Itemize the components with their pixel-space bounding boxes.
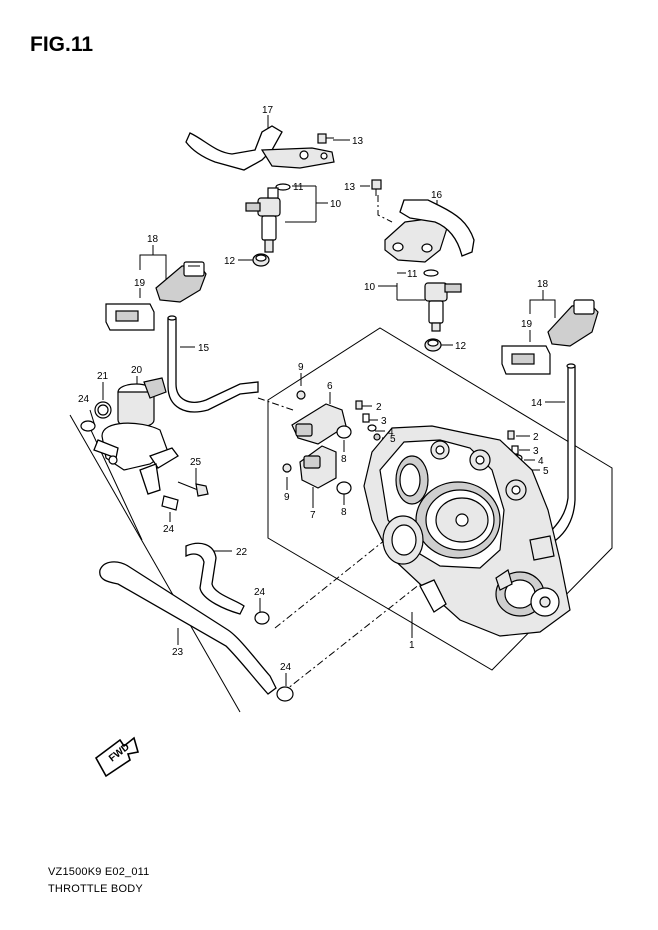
callout-11: 11 [407,269,418,280]
bolt-25 [177,481,209,497]
fuel-injector-10-top [245,183,291,253]
callout-6: 6 [327,381,333,392]
callout-18: 18 [537,279,549,290]
callout-24: 24 [78,394,90,405]
figure-title: FIG.11 [30,33,94,56]
fuel-injector-10-right [423,269,462,332]
connector-18-left [155,261,207,303]
vacuum-hose-15 [167,315,259,413]
callout-22: 22 [236,547,248,558]
clamp-24-a [80,420,96,432]
callout-13: 13 [344,182,356,193]
pair-valve-20 [93,377,179,495]
o-ring-12-right [424,338,442,352]
callout-4: 4 [388,427,394,438]
callout-5: 5 [543,466,549,477]
callout-12: 12 [224,256,236,267]
forward-arrow-icon: FWD [94,736,140,778]
callout-14: 14 [531,398,543,409]
sensor-7 [282,445,337,489]
boot-19-right [501,345,551,375]
bolt-13-right [371,179,382,196]
callout-10: 10 [330,199,342,210]
figure-name: THROTTLE BODY [48,883,143,895]
fuel-rail-17 [185,125,335,171]
throttle-body-frame [257,327,613,694]
callout-11: 11 [293,182,304,193]
vacuum-hose-14 [547,363,576,541]
boot-19-left [105,303,155,331]
screw-set-left [355,400,381,441]
o-ring-12-top [252,253,270,267]
figure-code: VZ1500K9 E02_011 [48,866,150,878]
throttle-body-1 [363,425,571,637]
callout-9: 9 [284,492,290,503]
clamp-24-d [276,686,294,702]
callout-13: 13 [352,136,364,147]
callout-8: 8 [341,507,347,518]
o-ring-8-a [336,425,352,439]
callout-2: 2 [376,402,382,413]
callout-15: 15 [198,343,210,354]
callout-17: 17 [262,105,274,116]
callout-3: 3 [533,446,539,457]
fuel-rail-16 [384,199,475,263]
bolt-13-top [317,133,334,144]
callout-4: 4 [538,456,544,467]
callout-21: 21 [97,371,109,382]
callout-3: 3 [381,416,387,427]
callout-5: 5 [390,434,396,445]
callout-10: 10 [364,282,376,293]
callout-2: 2 [533,432,539,443]
callout-7: 7 [310,510,316,521]
sensor-6 [291,390,347,445]
callout-9: 9 [298,362,304,373]
callout-1: 1 [409,640,415,651]
callout-23: 23 [172,647,184,658]
callout-12: 12 [455,341,467,352]
callout-24: 24 [254,587,266,598]
callout-25: 25 [190,457,202,468]
hose-23 [99,561,277,695]
clamp-24-b [161,495,179,511]
callout-18: 18 [147,234,159,245]
callout-24: 24 [163,524,175,535]
callout-24: 24 [280,662,292,673]
callout-19: 19 [521,319,533,330]
connector-18-right [547,299,599,347]
o-ring-8-b [336,481,352,495]
callout-8: 8 [341,454,347,465]
hose-22 [185,542,245,615]
o-ring-21 [94,401,112,419]
callout-16: 16 [431,190,443,201]
clamp-24-c [254,611,270,625]
callout-20: 20 [131,365,143,376]
callout-19: 19 [134,278,146,289]
callout-labels: 17 13 11 10 12 13 16 11 10 12 18 19 15 1… [78,105,549,673]
